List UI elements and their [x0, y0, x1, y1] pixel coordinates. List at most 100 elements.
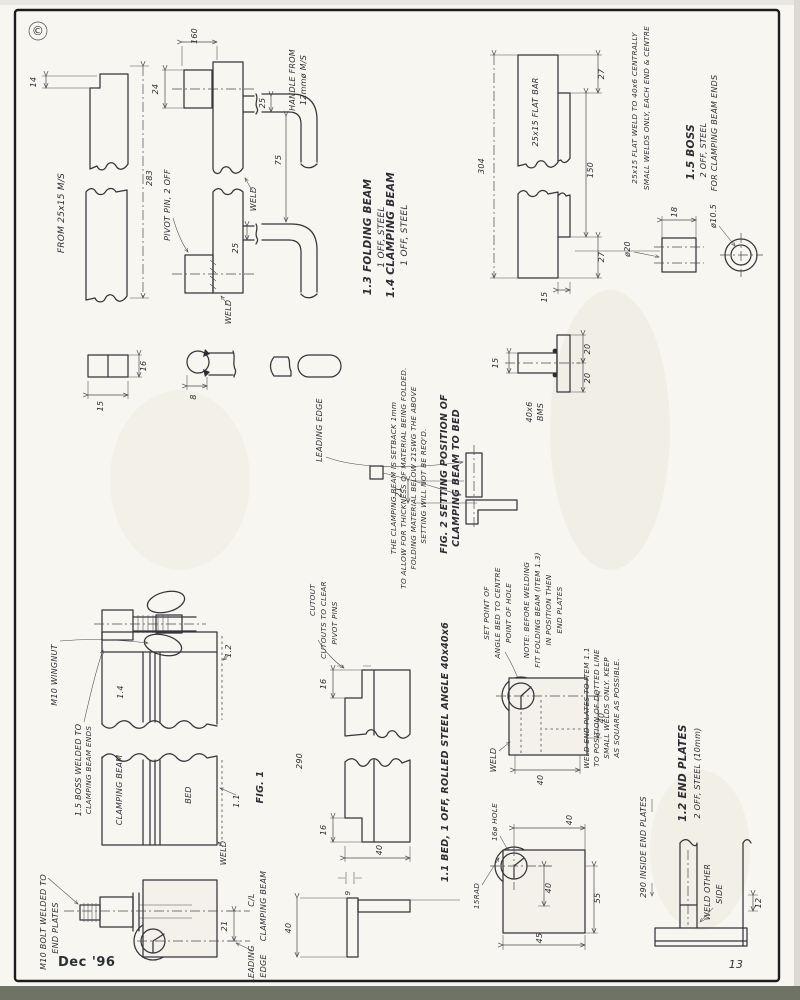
boss-weld-note-2: SMALL WELDS ONLY, EACH END & CENTRE — [642, 26, 651, 190]
bed-dim-290: 290 — [295, 753, 304, 769]
handle-note-1: HANDLE FROM — [288, 49, 297, 111]
copyright-mark: © — [32, 24, 44, 38]
fb-dim-24: 24 — [151, 84, 160, 95]
cb-dim-27-top: 27 — [597, 68, 606, 79]
boss-title: 1.5 BOSS — [685, 124, 697, 180]
fig1-ref-11: 1.1 — [232, 794, 241, 807]
stop-dim-20-top: 20 — [583, 344, 592, 355]
cutout-note-1: CUTOUTS TO CLEAR — [319, 581, 328, 659]
bolt-note-2: END PLATES — [51, 902, 60, 953]
page-number: 13 — [729, 958, 744, 971]
cb-dim-15: 15 — [540, 292, 549, 303]
fig1-ref-12: 1.2 — [224, 644, 233, 657]
fig2-drawing: LEADING EDGE 21 THE CLAMPING BEAM IS SET… — [315, 329, 592, 589]
blade-drawing: 14 FROM 25x15 M/S 283 — [29, 60, 154, 303]
boss-weld-note-1: 25x15 FLAT WELD TO 40x6 CENTRALLY — [630, 32, 639, 184]
fb-weld-bottom: WELD — [224, 300, 233, 325]
cl-label-1: C/L — [247, 893, 256, 907]
bolt-dim-21: 21 — [220, 921, 229, 932]
bed-dim-16-bottom: 16 — [319, 825, 328, 836]
stop-material-1: 40x6 — [525, 401, 534, 422]
set-note-3: POINT OF HOLE — [504, 583, 513, 643]
pin-dim-16: 16 — [139, 361, 148, 372]
fb-dim-25-bottom: 25 — [231, 243, 240, 254]
photo-edge-bottom — [0, 986, 800, 1000]
folding-beam-qty: 1 OFF, STEEL — [377, 206, 387, 267]
boss-dim-od: ø20 — [623, 241, 632, 258]
cb-dim-27-bottom: 27 — [597, 251, 606, 262]
set-note-2: ANGLE BED TO CENTRE — [493, 567, 502, 659]
ep-dim-45: 45 — [535, 933, 544, 944]
set-note-1: SET POINT OF — [482, 586, 491, 640]
fig1-drawing: M10 WINGNUT 1.5 BOSS WELDED TO CLAMPING … — [50, 590, 266, 866]
boss-dim-bore: ø10.5 — [709, 204, 718, 229]
cutout-note-2: PIVOT PINS — [330, 601, 339, 644]
fig1-boss-note-2: CLAMPING BEAM ENDS — [84, 726, 93, 815]
ep-note-2: TO POSITION OF DOTTED LINE — [592, 649, 601, 767]
weld-seq-note-3: IN POSITION THEN — [544, 574, 553, 645]
paper-stain — [110, 390, 250, 570]
handle-note-2: 12mmø M/S — [299, 55, 308, 105]
end-plate-fig-drawing: SET POINT OF ANGLE BED TO CENTRE POINT O… — [482, 552, 606, 785]
folding-beam-title: 1.3 FOLDING BEAM — [362, 178, 374, 295]
folding-beam-drawing: 160 24 25 75 25 PIVOT PIN, 2 OFF WELD WE… — [151, 28, 387, 324]
paper-stain — [650, 770, 750, 930]
ep-note-3: SMALL WELDS ONLY. KEEP — [602, 657, 611, 759]
bed-dim-40-end: 40 — [375, 845, 384, 856]
inside-plates-note: 290 INSIDE END PLATES — [639, 796, 648, 898]
weld-seq-note-2: FIT FOLDING BEAM (ITEM 1.3) — [533, 552, 542, 667]
weld-seq-note-1: NOTE: BEFORE WELDING — [522, 562, 531, 658]
weld-seq-note-4: END PLATES — [555, 586, 564, 633]
fig2-note-4: SETTING WILL NOT BE REQ'D. — [419, 428, 428, 543]
fb-weld-top: WELD — [249, 187, 258, 212]
copyright-circle — [28, 21, 48, 41]
rad-label: 15RAD — [472, 883, 481, 909]
cb-dim-304: 304 — [477, 158, 486, 174]
fig1-weld-label: WELD — [219, 841, 228, 866]
cutout-label: CUTOUT — [308, 584, 317, 616]
bed-dim-40-leg: 40 — [284, 923, 293, 934]
ep-fig-dim-40-right: 40 — [597, 713, 606, 724]
boss-for-note: FOR CLAMPING BEAM ENDS — [710, 75, 719, 192]
weld-other-2: SIDE — [715, 883, 724, 903]
pivot-pin-label: PIVOT PIN, 2 OFF — [163, 169, 172, 241]
paper-stain — [550, 290, 670, 570]
fig1-boss-note-1: 1.5 BOSS WELDED TO — [74, 724, 83, 817]
bolt-note-1: M10 BOLT WELDED TO — [39, 874, 48, 970]
photo-edge-top — [0, 0, 800, 5]
ep-fig-weld: WELD — [489, 748, 498, 773]
ep-note-4: AS SQUARE AS POSSIBLE. — [612, 658, 621, 758]
leading-edge-label: LEADING EDGE — [315, 397, 324, 461]
fig2-caption-1: FIG. 2 SETTING POSITION OF — [439, 394, 450, 554]
fig2-caption-2: CLAMPING BEAM TO BED — [451, 409, 462, 547]
bed-dim-9: 9 — [343, 890, 352, 895]
wingnut-label: M10 WINGNUT — [50, 643, 59, 705]
leading-edge-bl-1: LEADING — [247, 945, 256, 982]
clamping-beam-title: 1.4 CLAMPING BEAM — [385, 172, 397, 298]
sheet-border — [13, 8, 781, 983]
bed-dim-16-top: 16 — [319, 679, 328, 690]
fig2-dim-21: 21 — [394, 487, 403, 498]
stop-dim-15: 15 — [491, 358, 500, 369]
fig1-clamping-beam-label: CLAMPING BEAM — [115, 755, 124, 826]
bolt-detail-drawing: 21 M10 BOLT WELDED TO END PLATES C/L CLA… — [39, 871, 268, 983]
blade-material-label: FROM 25x15 M/S — [57, 173, 67, 253]
stop-material-2: BMS — [536, 403, 545, 421]
bed-drawing: CUTOUT CUTOUTS TO CLEAR PIVOT PINS 16 29… — [284, 581, 460, 958]
end-plates-qty: 2 OFF, STEEL (10mm) — [693, 727, 702, 818]
rod-dim-8: 8 — [189, 394, 198, 399]
leading-edge-bl-2: EDGE — [259, 954, 268, 978]
clamping-beam-qty: 1 OFF, STEEL — [400, 204, 410, 265]
cl-label-2: CLAMPING BEAM — [259, 871, 268, 942]
flat-bar-label: 25x15 FLAT BAR — [531, 77, 540, 146]
pivot-pin-detail: 16 15 8 — [82, 349, 342, 412]
blade-dim-14: 14 — [29, 77, 38, 88]
boss-drawing: 25x15 FLAT WELD TO 40x6 CENTRALLY SMALL … — [575, 26, 763, 277]
fig1-ref-14: 1.4 — [116, 685, 125, 698]
end-plates-drawing: WELD END PLATES TO ITEM 1.1 TO POSITION … — [472, 647, 763, 950]
ep-note-1: WELD END PLATES TO ITEM 1.1 — [582, 647, 591, 769]
pin-dim-15: 15 — [96, 401, 105, 412]
stop-dim-20-bottom: 20 — [583, 373, 592, 384]
